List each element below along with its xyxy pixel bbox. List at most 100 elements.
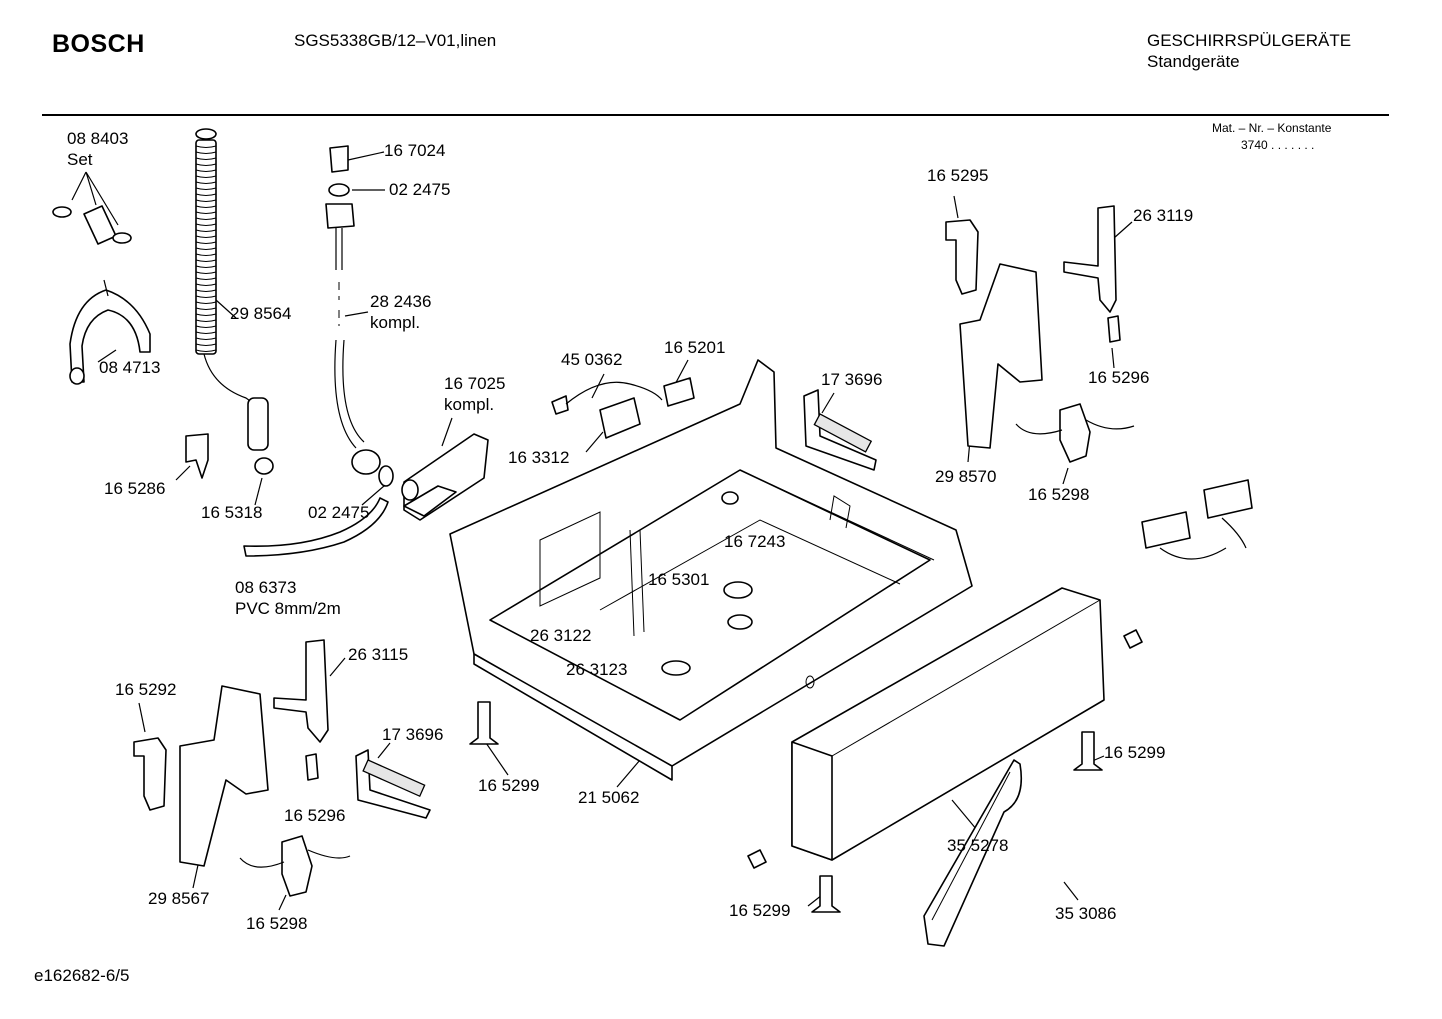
model-number: SGS5338GB/12–V01,linen [294,31,497,50]
hose-rib [195,187,217,190]
part-label: 26 3122 [530,626,592,645]
part-label: 08 8403 [67,129,129,148]
hose-rib [195,169,217,172]
hose-rib [195,301,217,304]
header-rule [42,114,1389,116]
part-label: PVC 8mm/2m [235,599,341,618]
hose-rib [195,205,217,208]
part-label: Set [67,150,93,169]
category-title: GESCHIRRSPÜLGERÄTE [1147,31,1352,50]
part-label: 29 8564 [230,304,292,323]
hose-rib [195,319,217,322]
part-label: 02 2475 [389,180,451,199]
part-label: 26 3115 [348,645,409,664]
part-label: 16 5318 [201,503,263,522]
bracket-right [945,205,1135,463]
part-label: 16 5299 [1104,743,1166,762]
part-label: 21 5062 [578,788,640,807]
hose-rib [195,325,217,328]
category-subtitle: Standgeräte [1147,52,1240,71]
part-label: 16 5299 [478,776,540,795]
part-label: 35 3086 [1055,904,1117,923]
material-number-value: 3740 . . . . . . . [1241,138,1315,152]
part-label: kompl. [370,313,421,332]
part-label: 16 7025 [444,374,506,393]
drawing-code: e162682-6/5 [34,966,130,985]
part-label: 16 3312 [508,448,570,467]
hose-rib [195,337,217,340]
part-label: 45 0362 [561,350,623,369]
screws [469,629,1143,913]
part-label: 16 5298 [1028,485,1090,504]
part-label: 16 5298 [246,914,308,933]
part-label: 28 2436 [370,292,432,311]
hose-rib [195,175,217,178]
hose-clamp-set [52,205,132,245]
part-label: 17 3696 [821,370,883,389]
part-label: 16 5299 [729,901,791,920]
plinth-panel [791,587,1105,861]
hose-rib [195,241,217,244]
part-label: 29 8570 [935,467,997,486]
hose-rib [195,289,217,292]
hose-rib [195,181,217,184]
part-label: 02 2475 [308,503,370,522]
hose-rib [195,295,217,298]
toe-kick-strip [923,759,1023,947]
hose-rib [195,259,217,262]
part-label: 08 6373 [235,578,297,597]
connector-plugs [1141,479,1253,560]
hose-rib [195,331,217,334]
hinge-spring-right [803,389,877,471]
part-label: 35 5278 [947,836,1009,855]
part-label: 16 5301 [648,570,710,589]
hose-rib [195,145,217,148]
hose-rib [195,277,217,280]
part-label: 16 5296 [1088,368,1150,387]
part-label: 16 5292 [115,680,177,699]
hose-rib [195,211,217,214]
part-label: 08 4713 [99,358,161,377]
hose-clip [185,433,209,479]
brand-logo: BOSCH [52,30,145,58]
water-inlet-valve [401,433,489,521]
hose-rib [195,193,217,196]
part-label: 16 7024 [384,141,446,160]
part-label: 17 3696 [382,725,444,744]
hose-rib [195,235,217,238]
hose-rib [195,247,217,250]
part-label: 16 5286 [104,479,166,498]
hose-rib [195,217,217,220]
hose-rib [195,271,217,274]
hinge-spring-left [355,749,431,819]
hose-rib [195,307,217,310]
hose-rib [195,343,217,346]
part-label: kompl. [444,395,495,414]
inlet-hose-assembly [325,145,394,487]
hose-rib [195,223,217,226]
hose-rib [195,253,217,256]
wiring-harness [551,377,695,439]
hose-rib [195,313,217,316]
hose-holder [69,279,151,385]
part-label: 16 7243 [724,532,786,551]
hose-rib [195,157,217,160]
part-label: 16 5295 [927,166,989,185]
material-number-label: Mat. – Nr. – Konstante [1212,121,1332,135]
drain-hose [195,128,274,475]
bracket-left [133,639,351,897]
part-label: 26 3123 [566,660,628,679]
part-label: 16 5201 [664,338,726,357]
part-label: 16 5296 [284,806,346,825]
base-frame [449,359,973,781]
part-label: 29 8567 [148,889,210,908]
part-label: 26 3119 [1133,206,1194,225]
hose-rib [195,163,217,166]
pvc-tube [243,497,389,557]
hose-rib [195,283,217,286]
hose-rib [195,349,217,352]
hose-rib [195,265,217,268]
hose-rib [195,229,217,232]
